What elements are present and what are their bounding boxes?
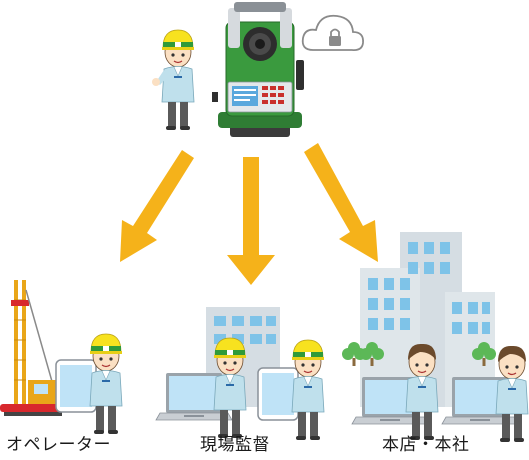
- total-station-icon: [212, 2, 304, 137]
- pile-driver-icon: [0, 280, 66, 416]
- worker-figure-icon: [152, 29, 195, 131]
- arrow-to-operator: [120, 150, 194, 262]
- worker-figure-icon: [495, 345, 529, 443]
- label-site-supervisor: 現場監督: [200, 435, 270, 455]
- worker-figure-icon: [213, 337, 247, 439]
- worker-figure-icon: [291, 339, 325, 441]
- cloud-lock-icon: [301, 14, 364, 52]
- label-operator: オペレーター: [6, 435, 111, 455]
- worker-figure-icon: [89, 333, 123, 435]
- arrow-to-head-office: [304, 143, 378, 262]
- arrow-to-site-supervisor: [227, 157, 275, 285]
- label-head-office: 本店・本社: [382, 435, 470, 455]
- worker-figure-icon: [405, 343, 439, 441]
